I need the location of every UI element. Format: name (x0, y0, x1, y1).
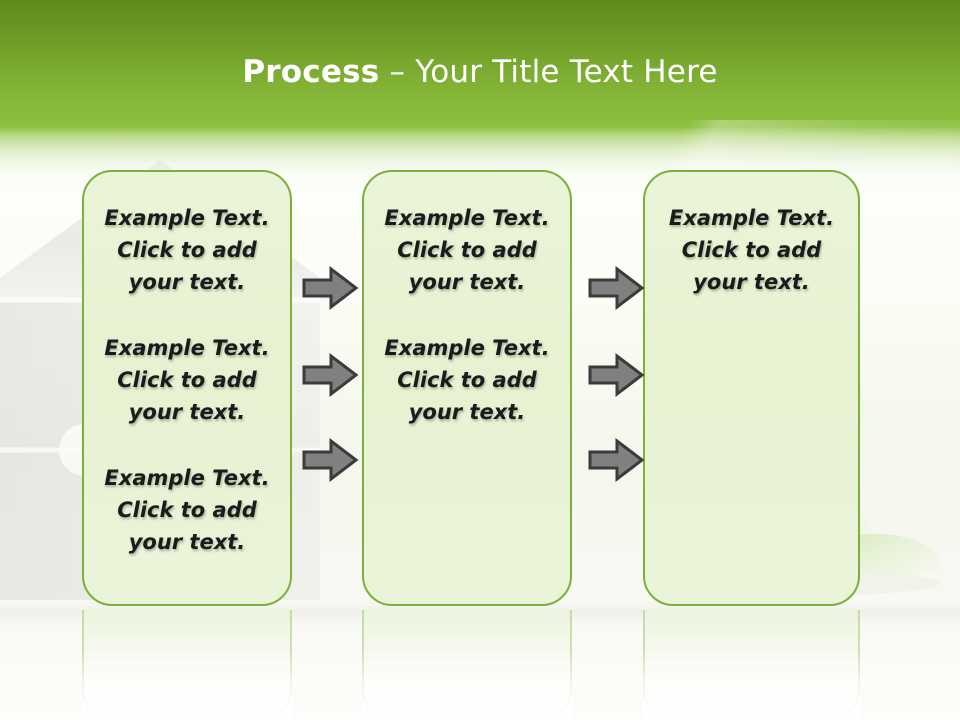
process-box-3-content: Example Text. Click to add your text. (655, 202, 848, 298)
title-band (0, 0, 960, 128)
right-arrow-icon (302, 353, 359, 397)
process-box-1-content: Example Text. Click to add your text. Ex… (94, 202, 280, 558)
right-arrow-icon (302, 438, 359, 482)
process-box-1[interactable]: Example Text. Click to add your text. Ex… (82, 170, 292, 606)
connector-group-1 (299, 170, 359, 606)
text-block[interactable]: Example Text. Click to add your text. (104, 466, 270, 554)
text-block[interactable]: Example Text. Click to add your text. (104, 336, 270, 424)
right-arrow-icon (588, 438, 645, 482)
right-arrow-icon (588, 353, 645, 397)
text-block[interactable]: Example Text. Click to add your text. (384, 336, 550, 424)
process-box-2[interactable]: Example Text. Click to add your text. Ex… (362, 170, 572, 606)
text-block[interactable]: Example Text. Click to add your text. (668, 206, 835, 294)
page-title-rest: – Your Title Text Here (379, 54, 718, 90)
text-block[interactable]: Example Text. Click to add your text. (104, 206, 270, 294)
right-arrow-icon (302, 266, 359, 310)
box-reflection-1 (82, 610, 292, 720)
page-title-bold: Process (242, 54, 380, 90)
box-reflection-3 (643, 610, 860, 720)
process-box-3[interactable]: Example Text. Click to add your text. (643, 170, 860, 606)
box-reflection-2 (362, 610, 572, 720)
connector-group-2 (585, 170, 645, 606)
right-arrow-icon (588, 266, 645, 310)
page-title: Process – Your Title Text Here (0, 52, 960, 92)
process-box-2-content: Example Text. Click to add your text. Ex… (374, 202, 560, 428)
text-block[interactable]: Example Text. Click to add your text. (384, 206, 550, 294)
